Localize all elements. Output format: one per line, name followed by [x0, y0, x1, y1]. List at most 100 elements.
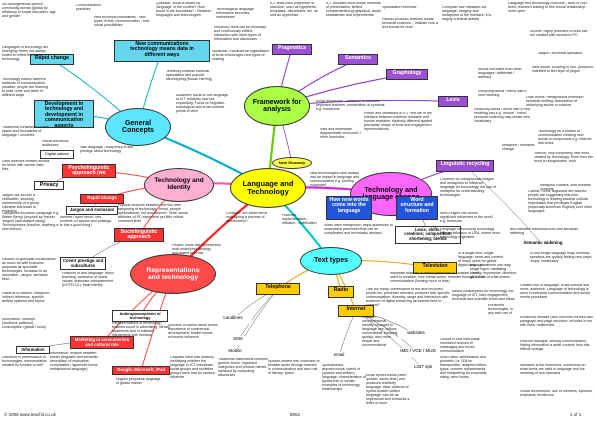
box-mmd[interactable]: IMD / VGE / MUD — [396, 348, 440, 357]
note: Language surrounding technology reflects… — [440, 228, 500, 239]
note: Communication practices — [76, 4, 101, 11]
note: Distortion in presentation of technologi… — [2, 356, 47, 367]
note: Media consumption for technology, the la… — [452, 290, 515, 301]
hub-representations[interactable]: Representations and technology — [130, 254, 216, 294]
box-rapid-change[interactable]: Rapid change — [30, 54, 74, 65]
box-new-comms[interactable]: New communications technology means data… — [114, 40, 210, 62]
hub-general-concepts[interactable]: General Concepts — [105, 108, 171, 146]
box-jargon[interactable]: Jargon and exclusion — [66, 206, 118, 215]
note: Occurs in real time basis: increased amo… — [440, 338, 481, 353]
box-radio[interactable]: Radio — [328, 286, 354, 298]
box-new-glossary[interactable]: New Glossary — [272, 157, 312, 169]
note: Email synchronous (often quicker, saves … — [366, 374, 410, 404]
note: Traditional constraints of time, space a… — [2, 126, 50, 137]
hub-technology-identity[interactable]: Technology and Identity — [144, 168, 214, 202]
note: Language and technology overview - fixed… — [508, 2, 588, 13]
box-privacy[interactable]: Privacy — [34, 181, 64, 190]
box-pragmatics[interactable]: Pragmatics — [272, 44, 312, 55]
note: Languages of technology are emerging; fo… — [2, 46, 49, 61]
note: Technology as a means of communication c… — [538, 130, 592, 145]
note: Potential - implementation - diffusion -… — [282, 214, 317, 225]
box-internet[interactable]: Internet — [338, 305, 374, 317]
note: Consider: are these terms undergoing a p… — [226, 212, 268, 223]
note: Specialised reference — [382, 6, 417, 9]
note: Enhanced technologies, in any web use of… — [488, 304, 513, 316]
note: New words: Evolving in tool, produced in… — [532, 66, 593, 73]
box-lexis[interactable]: Lexis — [438, 96, 468, 107]
note: Computer use mediated via language; imag… — [442, 6, 492, 21]
box-sms[interactable]: SMS — [226, 336, 250, 345]
note: Nonlinear / hierarchical organisation of… — [212, 50, 270, 61]
note: Metaphor clusters, shift towards concret… — [540, 184, 591, 191]
note: ICT provides multi-modal methods of pres… — [326, 2, 382, 17]
note: In a single time; single language; news … — [458, 252, 503, 267]
note: Internet / open forum, few controls on a… — [60, 216, 113, 227]
note: Said and immediate diagrammatic and icon… — [320, 128, 361, 139]
note: Shorter, highly proficient of lexis use … — [530, 30, 588, 37]
note: Words borrowed from other languages: del… — [478, 68, 522, 79]
note: One too many; combination of live and re… — [366, 288, 450, 307]
note: Traditional distinctions between generic… — [218, 358, 269, 377]
note: Spontaneous, asynchronous; hybrid of (sp… — [322, 364, 366, 391]
box-development[interactable]: Development in technology and developmen… — [34, 100, 94, 128]
box-linguistic-recycling[interactable]: Linguistic recycling — [436, 160, 494, 172]
box-psycholinguistic[interactable]: Psycholinguistic approach (we — [62, 164, 116, 178]
note: 'Reboot' only completely new word create… — [534, 152, 594, 163]
note: Power and limitations of ICT: text life … — [364, 112, 433, 131]
center-node[interactable]: Language and Technology — [230, 168, 306, 208]
note: Websites is not monitored: consensus on … — [520, 364, 586, 375]
note: Vast language / body entry a new prestig… — [80, 146, 134, 153]
box-google[interactable]: Google, Microsoft, iPad — [112, 366, 170, 375]
box-how-new-words[interactable]: How new words come into the language — [326, 196, 372, 220]
box-semantics[interactable]: Semantics — [338, 54, 378, 65]
box-email[interactable]: email — [324, 352, 354, 361]
note: Jargon can act like a shibboleth, showin… — [2, 194, 40, 213]
note: Enhanced website (with new text) formed … — [520, 316, 594, 327]
note: English peripheral language of global ma… — [116, 378, 161, 385]
note: Information: relation between model (lin… — [50, 352, 99, 371]
box-telephone[interactable]: Telephone — [256, 283, 300, 295]
box-anthropomorphism[interactable]: Anthropomorphism of technology — [112, 310, 168, 322]
note: BBC: Traditional one-way, single hyper-m… — [470, 264, 517, 279]
box-sociolinguistic[interactable]: Sociolinguistic approach — [114, 228, 164, 242]
box-rapid-link[interactable]: Rapid change — [80, 194, 124, 204]
note: Virtual electronic audiences — [42, 140, 69, 147]
box-mobile[interactable]: Mobile — [218, 348, 252, 357]
note: Question: What is meant by 'language' in… — [156, 2, 212, 17]
hub-text-types[interactable]: Text types — [300, 247, 362, 275]
box-covert[interactable]: Covert prestige and subcultures — [60, 257, 106, 270]
note: Spoken-written line; collection of broad… — [268, 360, 320, 375]
note: Success of coined items reveal importanc… — [168, 324, 218, 339]
box-websites[interactable]: websites — [398, 330, 434, 339]
note: Pseudo prosodic features create semantic… — [382, 18, 438, 29]
box-lexical-shifts[interactable]: Lexis; shifts; creations; composition; s… — [395, 226, 461, 244]
note: People: users are represented; note unde… — [172, 244, 222, 255]
box-information[interactable]: Information — [16, 346, 50, 354]
page-of: 1 of 1 — [570, 412, 582, 417]
note: No homogeneous speech community across (… — [2, 3, 56, 18]
box-graphology[interactable]: Graphology — [386, 69, 428, 80]
note: Word origins can reveal significant infl… — [440, 212, 493, 223]
note: Iconic emoticons - utilisation of standa… — [316, 100, 386, 111]
note: New technologies have always had an impa… — [310, 172, 360, 187]
note: Important features of media producers to… — [390, 272, 485, 283]
copyright: © 2008 www.teachit.co.uk — [4, 412, 56, 417]
note: Cheaper; unconventional identity; change… — [362, 316, 398, 346]
note: Recycling words / terms with a new meani… — [478, 90, 527, 97]
box-marketing[interactable]: Marketing in consumerism and cultural ro… — [70, 336, 134, 349]
note: Patterns of habitus, metaphor, indirect … — [2, 292, 50, 303]
note: Features of anti-language: direct teachi… — [62, 272, 114, 287]
box-landlines[interactable]: Landlines — [214, 315, 252, 324]
hub-framework-analysis[interactable]: Framework for analysis — [244, 86, 310, 126]
note: Information: concept: (sentence patterns… — [2, 318, 46, 329]
box-semantic-widening[interactable]: Semantic widening — [508, 240, 578, 250]
box-television[interactable]: Television — [413, 262, 457, 274]
note: In one single language huge diversity: s… — [530, 252, 593, 263]
note: Greater use of language; cross-cultural … — [520, 284, 590, 299]
connector-line — [338, 310, 357, 357]
box-l337[interactable]: L337 spk — [406, 364, 440, 373]
box-digital-natives[interactable]: Digital natives — [40, 150, 74, 159]
note: Shifts often metaphoric; helps audiences… — [324, 224, 393, 235]
note: Loan words: metaphorical extension seman… — [526, 96, 584, 107]
box-word-structure[interactable]: Word structure and formation — [396, 196, 438, 220]
